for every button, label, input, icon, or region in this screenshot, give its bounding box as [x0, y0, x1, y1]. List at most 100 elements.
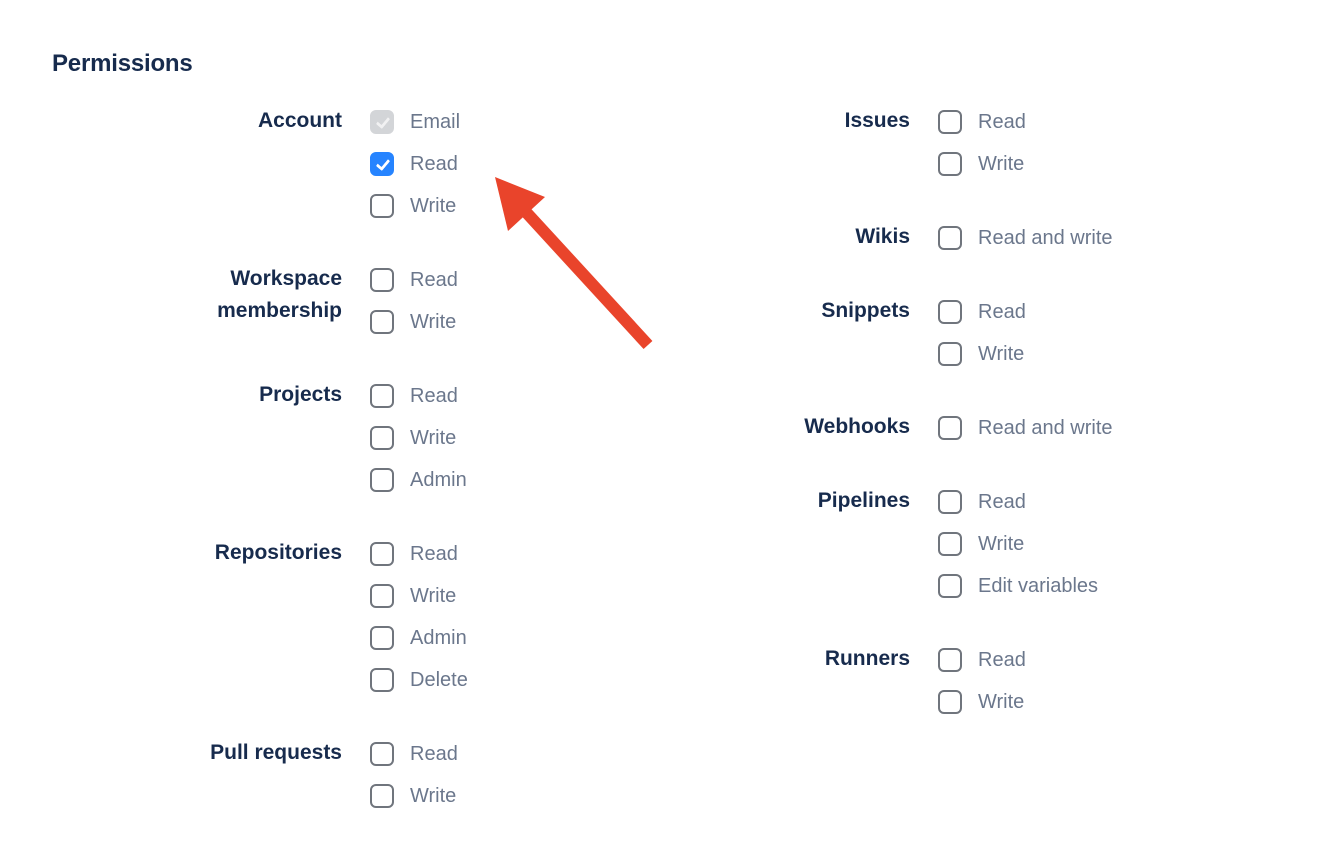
option-label[interactable]: Email: [410, 111, 461, 133]
runners-read-checkbox[interactable]: [938, 648, 962, 672]
option-label[interactable]: Write: [410, 311, 457, 333]
option-row-account-write: Write: [370, 194, 460, 218]
option-row-repositories-delete: Delete: [370, 668, 468, 692]
runners-write-checkbox[interactable]: [938, 690, 962, 714]
issues-write-checkbox[interactable]: [938, 152, 962, 176]
option-row-snippets-read: Read: [938, 300, 1026, 324]
section-label: Webhooks: [612, 411, 910, 443]
section-label: Issues: [612, 105, 910, 137]
workspace-membership-write-checkbox[interactable]: [370, 310, 394, 334]
option-label[interactable]: Read: [410, 543, 458, 565]
option-row-pull-requests-read: Read: [370, 742, 458, 766]
section-label: Pipelines: [612, 485, 910, 517]
projects-read-checkbox[interactable]: [370, 384, 394, 408]
account-read-checkbox[interactable]: [370, 152, 394, 176]
option-row-repositories-read: Read: [370, 542, 468, 566]
repositories-read-checkbox[interactable]: [370, 542, 394, 566]
section-label-text: Account: [258, 109, 342, 132]
section-label-text: Projects: [259, 383, 342, 406]
option-label[interactable]: Read: [978, 491, 1026, 513]
option-label[interactable]: Read and write: [978, 227, 1113, 249]
option-label[interactable]: Delete: [410, 669, 468, 691]
option-label[interactable]: Read: [410, 743, 458, 765]
pipelines-read-checkbox[interactable]: [938, 490, 962, 514]
option-label[interactable]: Write: [978, 343, 1025, 365]
repositories-admin-checkbox[interactable]: [370, 626, 394, 650]
option-row-webhooks-read-and-write: Read and write: [938, 416, 1113, 440]
option-row-runners-read: Read: [938, 648, 1026, 672]
option-row-projects-admin: Admin: [370, 468, 467, 492]
section-label-text: Webhooks: [804, 415, 910, 438]
option-row-snippets-write: Write: [938, 342, 1026, 366]
option-row-wikis-read-and-write: Read and write: [938, 226, 1113, 250]
option-label[interactable]: Write: [410, 785, 457, 807]
option-label[interactable]: Write: [978, 153, 1025, 175]
page-title: Permissions: [52, 50, 193, 77]
option-label[interactable]: Write: [978, 691, 1025, 713]
snippets-write-checkbox[interactable]: [938, 342, 962, 366]
section-label-text: Snippets: [821, 299, 910, 322]
section-label-text: Runners: [824, 647, 910, 670]
option-label[interactable]: Admin: [410, 627, 467, 649]
pull-requests-write-checkbox[interactable]: [370, 784, 394, 808]
option-label[interactable]: Read: [410, 153, 458, 175]
section-label-text: Workspace membership: [217, 267, 342, 322]
option-row-issues-read: Read: [938, 110, 1026, 134]
option-label[interactable]: Write: [978, 533, 1025, 555]
repositories-write-checkbox[interactable]: [370, 584, 394, 608]
option-label[interactable]: Read: [410, 269, 458, 291]
option-row-workspace-membership-write: Write: [370, 310, 458, 334]
projects-write-checkbox[interactable]: [370, 426, 394, 450]
option-label[interactable]: Write: [410, 427, 457, 449]
pipelines-edit-variables-checkbox[interactable]: [938, 574, 962, 598]
option-label[interactable]: Edit variables: [978, 575, 1099, 597]
wikis-read-and-write-checkbox[interactable]: [938, 226, 962, 250]
projects-admin-checkbox[interactable]: [370, 468, 394, 492]
option-row-account-read: Read: [370, 152, 460, 176]
option-row-pull-requests-write: Write: [370, 784, 458, 808]
issues-read-checkbox[interactable]: [938, 110, 962, 134]
option-label[interactable]: Read: [410, 385, 458, 407]
snippets-read-checkbox[interactable]: [938, 300, 962, 324]
section-label-text: Repositories: [214, 541, 342, 564]
section-label-text: Pull requests: [210, 741, 342, 764]
section-label: Account: [52, 105, 342, 137]
check-icon: [375, 155, 390, 172]
repositories-delete-checkbox[interactable]: [370, 668, 394, 692]
option-label[interactable]: Read and write: [978, 417, 1113, 439]
option-row-workspace-membership-read: Read: [370, 268, 458, 292]
option-label[interactable]: Read: [978, 111, 1026, 133]
section-label: Repositories: [52, 537, 342, 569]
account-write-checkbox[interactable]: [370, 194, 394, 218]
option-label[interactable]: Admin: [410, 469, 467, 491]
pull-requests-read-checkbox[interactable]: [370, 742, 394, 766]
option-row-issues-write: Write: [938, 152, 1026, 176]
webhooks-read-and-write-checkbox[interactable]: [938, 416, 962, 440]
permission-section-webhooks: Webhooks Read and write: [612, 415, 1172, 458]
option-list: Read and write: [938, 226, 1113, 268]
option-label[interactable]: Read: [978, 649, 1026, 671]
section-label-text: Wikis: [855, 225, 910, 248]
option-label[interactable]: Write: [410, 195, 457, 217]
option-list: Read and write: [938, 416, 1113, 458]
option-label[interactable]: Read: [978, 301, 1026, 323]
section-label: Wikis: [612, 221, 910, 253]
workspace-membership-read-checkbox[interactable]: [370, 268, 394, 292]
option-label[interactable]: Write: [410, 585, 457, 607]
pipelines-write-checkbox[interactable]: [938, 532, 962, 556]
option-row-pipelines-edit-variables: Edit variables: [938, 574, 1098, 598]
section-label: Pull requests: [52, 737, 342, 769]
account-email-checkbox: [370, 110, 394, 134]
